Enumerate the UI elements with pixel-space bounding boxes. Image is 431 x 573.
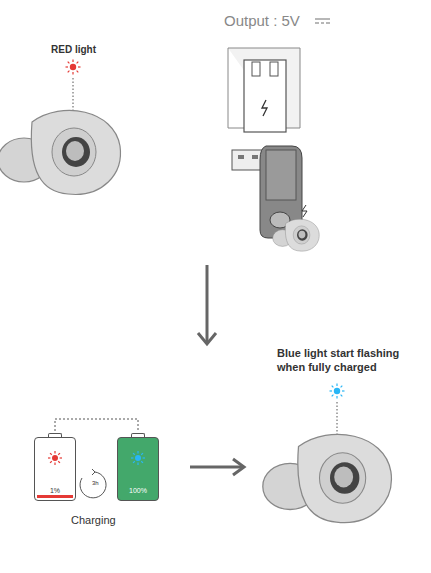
battery-cap: [48, 433, 62, 437]
note-label: Blue light start flashing when fully cha…: [277, 347, 412, 375]
red-sun-icon: [66, 60, 81, 75]
right-arrow: [190, 459, 244, 475]
light-icon: [130, 450, 146, 466]
charge-bar: [37, 495, 73, 498]
dc-symbol: [315, 19, 330, 23]
battery-cap: [131, 433, 145, 437]
earbud: [0, 110, 120, 194]
battery-percent: 1%: [35, 487, 75, 494]
blue-sun-icon: [330, 384, 345, 399]
battery-box: 100%: [117, 437, 159, 501]
earbud-small: [273, 219, 320, 251]
caption-label: Charging: [71, 514, 116, 526]
battery-box: 1%: [34, 437, 76, 501]
down-arrow: [198, 265, 216, 344]
earbud: [263, 434, 392, 522]
light-icon: [47, 450, 63, 466]
battery-percent: 100%: [118, 487, 158, 494]
indicator-label: RED light: [51, 44, 96, 55]
time-label: 3h: [92, 480, 99, 486]
output-label: Output : 5V: [224, 12, 300, 29]
clock-icon: [80, 469, 106, 498]
wall-charger: [228, 48, 300, 132]
dashed-connector: [55, 419, 138, 431]
